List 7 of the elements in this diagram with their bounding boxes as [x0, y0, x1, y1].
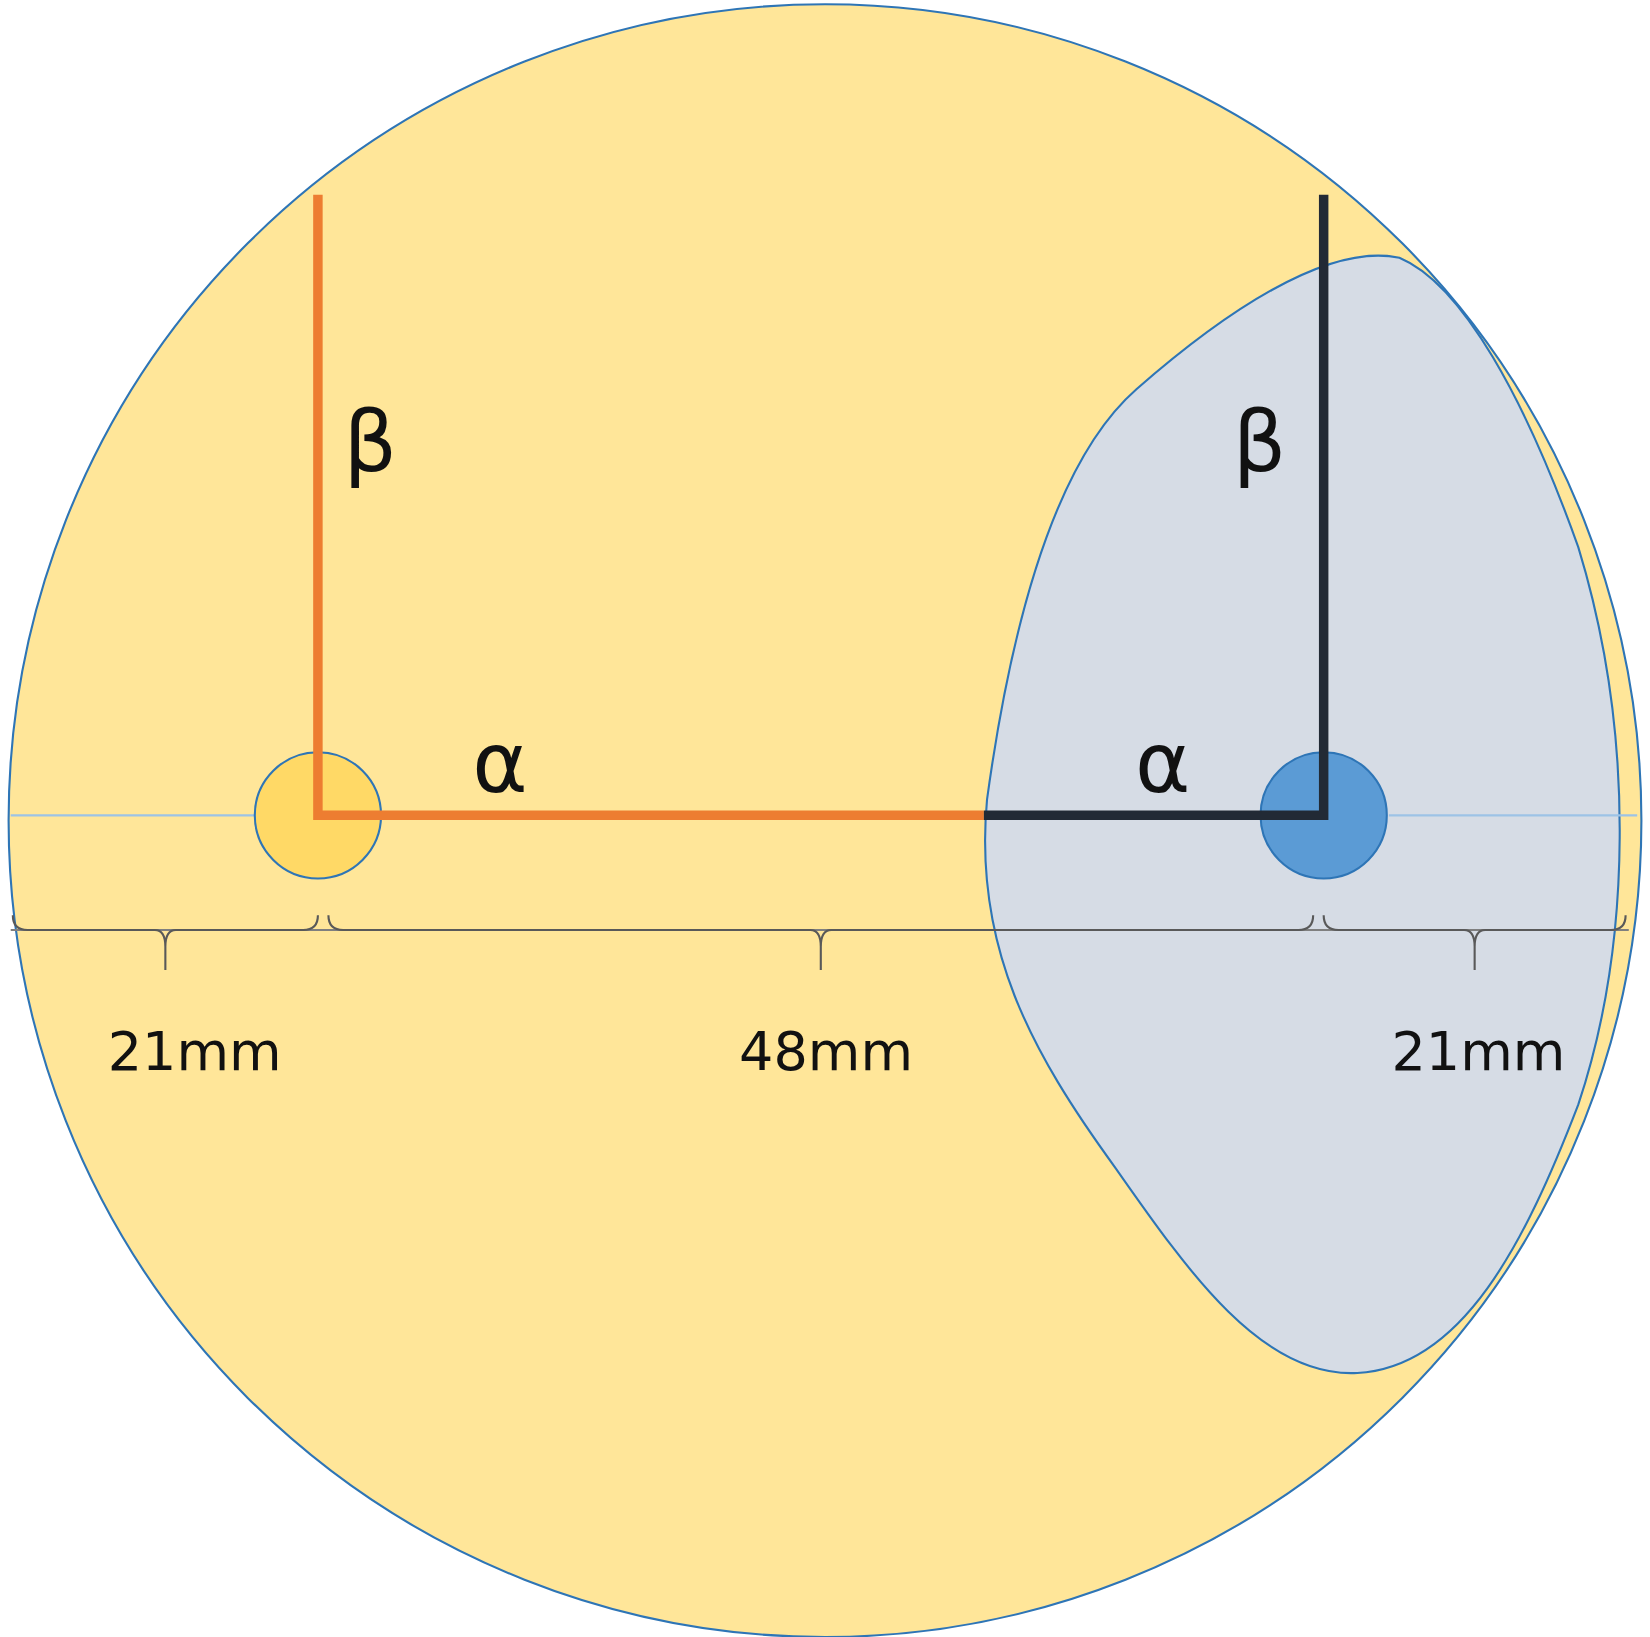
angle-label: α — [1135, 720, 1191, 805]
dimension-label: 21mm — [107, 1025, 282, 1080]
angle-label: α — [472, 720, 528, 805]
dimension-label: 48mm — [739, 1025, 913, 1080]
dimension-label: 21mm — [1391, 1025, 1566, 1080]
marker-circle — [1259, 751, 1388, 880]
marker-circle — [253, 751, 383, 880]
